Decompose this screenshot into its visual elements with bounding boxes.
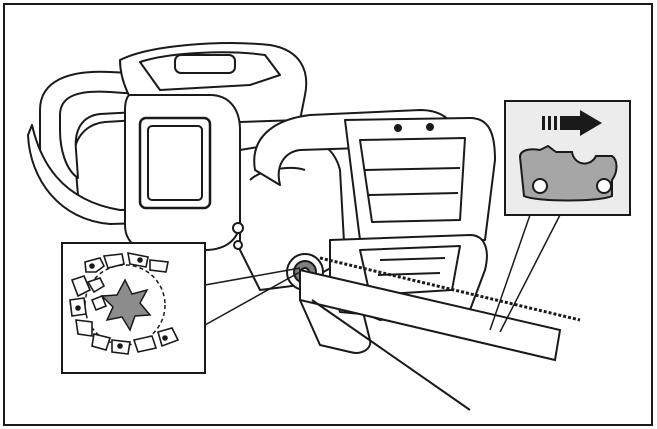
rivet-hole-right	[597, 179, 611, 193]
rivet-hole-left	[533, 179, 547, 193]
